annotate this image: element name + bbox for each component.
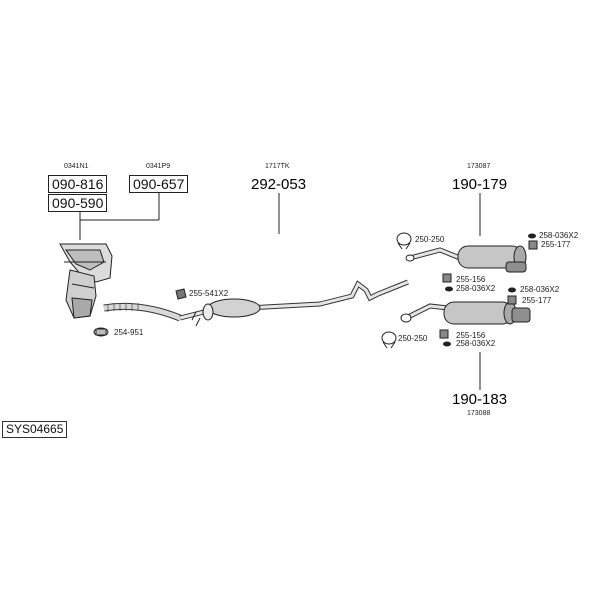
ring-icon-mid-a — [445, 286, 453, 292]
part-hanger-mid-a: 255-156 — [456, 275, 486, 284]
rear-silencer-top — [405, 245, 527, 273]
part-ring-mid-a: 258-036X2 — [456, 284, 496, 293]
code-rear-bottom: 173088 — [467, 410, 491, 417]
ref-rear-bottom: 190-183 — [452, 391, 508, 408]
ref-middle-pipe: 292-053 — [251, 176, 307, 193]
exhaust-manifold — [59, 243, 113, 319]
part-hanger-mid-b: 255-177 — [522, 296, 552, 305]
ref-manifold-c: 090-657 — [129, 175, 189, 193]
middle-muffler — [191, 298, 261, 327]
part-hanger-low: 255-156 — [456, 331, 486, 340]
hanger-icon-mid-b — [507, 295, 517, 305]
middle-pipe — [179, 279, 409, 321]
part-clamp-bottom: 250-250 — [398, 334, 428, 343]
clamp-icon-bottom — [381, 331, 397, 349]
part-hanger-front: 255-541X2 — [189, 289, 229, 298]
ref-manifold-a: 090-816 — [48, 175, 108, 193]
system-id-label: SYS04665 — [2, 421, 68, 438]
code-manifold-right: 0341P9 — [146, 163, 171, 170]
ring-icon-low — [443, 341, 451, 347]
hanger-icon-mid-a — [442, 273, 452, 283]
ring-icon-mid-b — [508, 287, 516, 293]
hanger-icon-front — [175, 288, 187, 300]
code-manifold-left: 0341N1 — [64, 163, 89, 170]
clamp-icon-top — [396, 232, 412, 250]
hanger-icon-low — [439, 329, 449, 339]
hanger-icon-top — [528, 240, 538, 250]
part-clamp-front: 254-951 — [114, 328, 144, 337]
ref-rear-top: 190-179 — [452, 176, 508, 193]
part-ring-mid-b: 258-036X2 — [520, 285, 560, 294]
clamp-icon-front — [93, 327, 109, 337]
part-hanger-top-a: 255-177 — [541, 240, 571, 249]
ref-manifold-b: 090-590 — [48, 194, 108, 212]
part-ring-top-a: 258-036X2 — [539, 231, 579, 240]
part-ring-low: 258-036X2 — [456, 339, 496, 348]
flex-pipe — [103, 302, 182, 322]
rear-silencer-bottom — [400, 301, 531, 325]
part-clamp-top: 250-250 — [415, 235, 445, 244]
code-rear-top: 173087 — [467, 163, 491, 170]
code-middle: 1717TK — [265, 163, 290, 170]
ring-icon-top — [528, 233, 536, 239]
